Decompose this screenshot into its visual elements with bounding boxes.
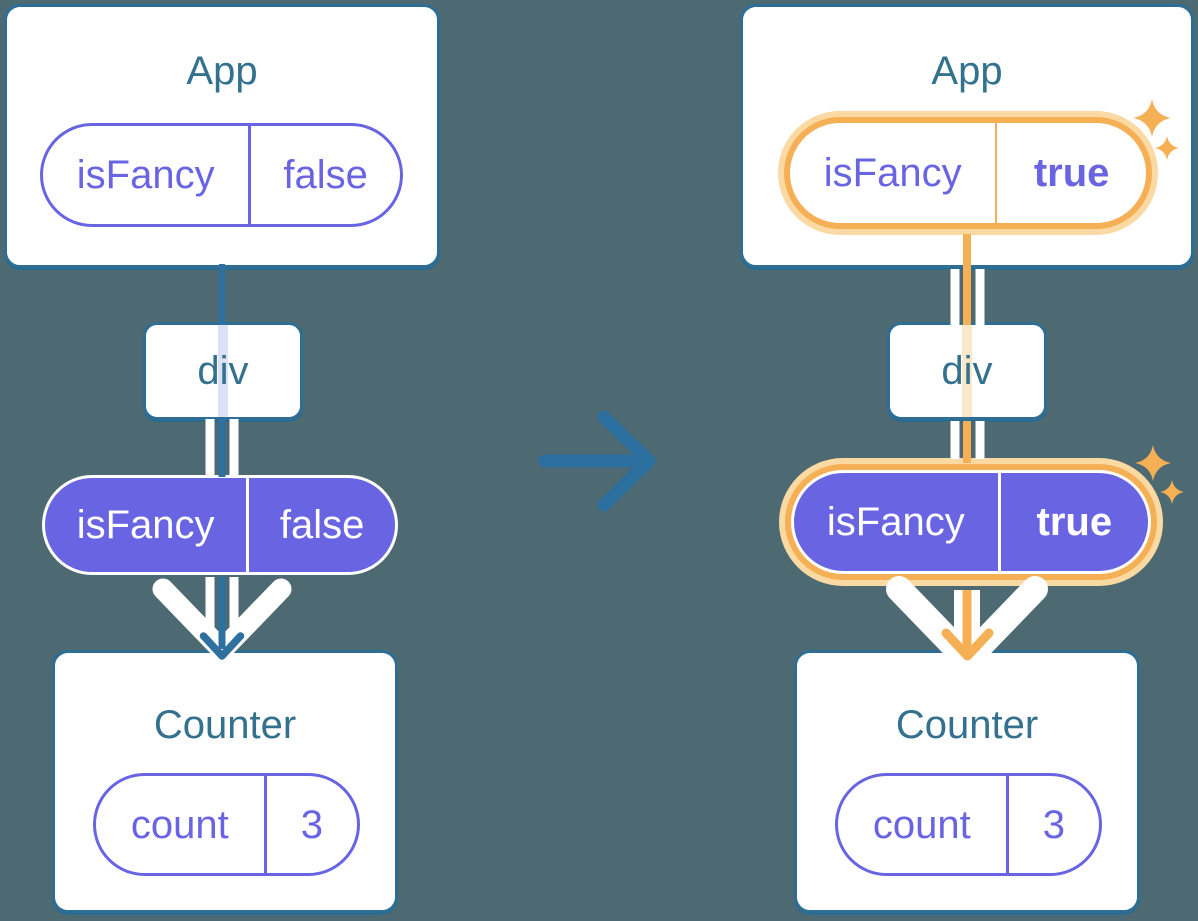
before-div-label: div (197, 349, 249, 393)
before-prop-arrow (152, 577, 292, 660)
before-white-v-arrow (152, 578, 292, 658)
before-prop-pill: isFancy false (42, 475, 398, 575)
after-div-passthrough-line (962, 325, 972, 417)
before-app-card: App isFancy false (4, 4, 440, 268)
after-div-box: div (887, 322, 1047, 420)
state-value: true (995, 123, 1146, 223)
state-key: isFancy (76, 153, 215, 197)
transition-arrow-icon (538, 410, 656, 512)
prop-value: true (997, 473, 1148, 571)
prop-key: isFancy (826, 500, 965, 544)
before-div-box: div (143, 322, 303, 420)
prop-value: false (246, 478, 395, 572)
after-counter-card: Counter count 3 (794, 650, 1140, 913)
after-app-card: App isFancy true (740, 4, 1194, 268)
after-app-state-pill: isFancy true (784, 117, 1152, 229)
before-div-passthrough-line (218, 325, 228, 417)
prop-key: isFancy (76, 503, 215, 547)
before-counter-card: Counter count 3 (52, 650, 398, 913)
before-app-title: App (186, 49, 258, 93)
after-div-label: div (941, 349, 993, 393)
after-prop-arrow (886, 576, 1048, 661)
state-key: isFancy (823, 151, 962, 195)
before-counter-state-pill: count 3 (93, 773, 360, 876)
after-app-title: App (931, 49, 1003, 93)
after-prop-pill: isFancy true (791, 470, 1151, 574)
sparkle-icon (1160, 480, 1184, 504)
before-app-state-pill: isFancy false (40, 123, 403, 227)
state-value: 3 (263, 776, 357, 873)
state-value: 3 (1005, 776, 1099, 873)
before-prop-line (205, 419, 239, 477)
state-key: count (872, 802, 971, 847)
before-counter-title: Counter (153, 703, 297, 747)
after-counter-state-pill: count 3 (835, 773, 1102, 876)
after-prop-line (950, 421, 985, 463)
after-counter-title: Counter (895, 703, 1039, 747)
state-key: count (130, 802, 229, 847)
state-value: false (248, 126, 400, 224)
after-white-v-arrow (886, 576, 1048, 661)
